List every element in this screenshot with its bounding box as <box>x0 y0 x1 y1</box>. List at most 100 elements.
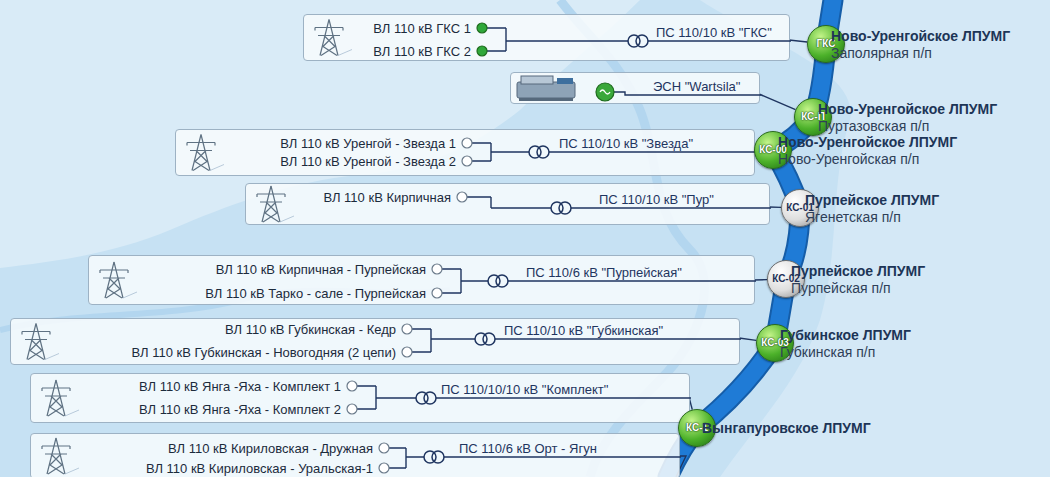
substation-label: ПС 110/10 кВ "Губкинская" <box>504 323 663 338</box>
site-name: Пуртазовская п/п <box>818 118 929 134</box>
feeder-connector <box>759 94 796 110</box>
generator-symbol <box>596 83 614 101</box>
power-tower-icon <box>257 186 294 222</box>
line-name: ВЛ 110 кВ Кирпичная <box>323 190 451 205</box>
status-indicator <box>462 138 472 148</box>
status-indicator <box>462 156 472 166</box>
site-name: Ягенетская п/п <box>805 209 901 225</box>
transformer-symbol <box>559 202 571 214</box>
compressor-station: КС-01Пурпейское ЛПУМГЯгенетская п/п <box>781 189 819 227</box>
department-name: Губкинское ЛПУМГ <box>780 327 911 343</box>
engine-top <box>521 76 553 84</box>
department-name: Ново-Уренгойское ЛПУМГ <box>818 101 997 117</box>
transformer-symbol <box>432 451 444 463</box>
compressor-station: КС-ПНово-Уренгойское ЛПУМГПуртазовская п… <box>794 98 832 136</box>
line-name: ВЛ 110 кВ Янга -Яха - Комплект 1 <box>139 379 341 394</box>
feeder-panel: ВЛ 110 кВ Уренгой - Звезда 1 ВЛ 110 кВ Ур… <box>175 129 755 176</box>
power-tower-icon <box>187 135 224 171</box>
feeder-panel: ВЛ 110 кВ Кириловская - Дружная ВЛ 110 кВ… <box>30 433 680 477</box>
status-indicator <box>347 381 357 391</box>
tower-frame <box>315 20 343 56</box>
compressor-station: КС-03Губкинское ЛПУМГГубкинская п/п <box>756 324 794 362</box>
status-indicator <box>402 324 412 334</box>
engine-icon <box>517 76 575 101</box>
site-name: Ново-Уренгойская п/п <box>778 151 919 167</box>
line-name: ВЛ 110 кВ ГКС 2 <box>373 44 471 59</box>
site-name: Заполярная п/п <box>831 45 932 61</box>
feeder-connector <box>789 40 807 42</box>
substation-label: ПС 110/10 кВ "Пур" <box>599 192 714 207</box>
status-indicator <box>477 46 487 56</box>
generator-wave <box>600 90 610 94</box>
panel-drawing <box>31 374 691 424</box>
line-name: ВЛ 110 кВ Тарко - сале - Пурпейская <box>205 286 426 301</box>
tower-frame <box>187 135 215 171</box>
feeder-panel: ВЛ 110 кВ Янга -Яха - Комплект 1 ВЛ 110 к… <box>30 373 690 423</box>
status-indicator <box>477 23 487 33</box>
status-indicator <box>347 404 357 414</box>
line-name: ВЛ 110 кВ Губкинская - Кедр <box>225 322 396 337</box>
power-tower-icon <box>315 20 352 56</box>
tower-shadow <box>338 50 352 56</box>
tower-shadow <box>65 410 79 416</box>
power-tower-icon <box>42 438 79 474</box>
feeder-panel: ЭСН "Wartsila" <box>510 72 760 104</box>
tower-frame <box>42 438 70 474</box>
site-name: Пурпейская п/п <box>791 280 891 296</box>
line-name: ВЛ 110 кВ Кириловская - Уральская-1 <box>146 461 373 476</box>
feeder-panel: ВЛ 110 кВ Кирпичная - Пурпейская ВЛ 110 к… <box>88 255 755 305</box>
tower-frame <box>42 380 70 416</box>
compressor-station: КС-1Вынгапуровское ЛПУМГ <box>678 409 716 447</box>
status-indicator <box>379 443 389 453</box>
feeder-panel: ВЛ 110 кВ Губкинская - Кедр ВЛ 110 кВ Губ… <box>10 318 740 365</box>
tower-shadow <box>45 354 59 360</box>
compressor-station: КС-02Пурпейское ЛПУМГПурпейская п/п <box>767 260 805 298</box>
line-name: ВЛ 110 кВ Уренгой - Звезда 2 <box>280 154 456 169</box>
substation-label: ПС 110/10 кВ "ГКС" <box>656 25 772 40</box>
tower-frame <box>257 186 285 222</box>
line-name: ВЛ 110 кВ Уренгой - Звезда 1 <box>280 136 456 151</box>
tower-shadow <box>210 165 224 171</box>
department-name: Пурпейское ЛПУМГ <box>791 263 925 279</box>
department-name: Ново-Уренгойское ЛПУМГ <box>778 134 957 150</box>
department-name: Пурпейское ЛПУМГ <box>805 192 939 208</box>
substation-label: ЭСН "Wartsila" <box>653 79 740 94</box>
compressor-station: ГКСНово-Уренгойское ЛПУМГЗаполярная п/п <box>807 25 845 63</box>
transformer-symbol <box>496 275 508 287</box>
department-name: Вынгапуровское ЛПУМГ <box>702 420 871 436</box>
status-indicator <box>402 347 412 357</box>
compressor-station: КС-00Ново-Уренгойское ЛПУМГНово-Уренгойс… <box>754 131 792 169</box>
substation-label: ПС 110/10 кВ "Звезда" <box>559 136 693 151</box>
transformer-symbol <box>537 146 549 158</box>
feeder-panel: ВЛ 110 кВ ГКС 1 ВЛ 110 кВ ГКС 2 ПС 110/10 … <box>303 14 790 61</box>
status-indicator <box>432 264 442 274</box>
power-tower-icon <box>22 324 59 360</box>
tower-shadow <box>65 468 79 474</box>
substation-label: ПС 110/10/10 кВ "Комплект" <box>441 382 608 397</box>
department-name: Ново-Уренгойское ЛПУМГ <box>831 28 1010 44</box>
line-name: ВЛ 110 кВ Губкинская - Новогодняя (2 цеп… <box>132 345 396 360</box>
tower-frame <box>22 324 50 360</box>
substation-label: ПС 110/6 кВ "Пурпейская" <box>526 265 682 280</box>
site-name: Губкинская п/п <box>780 344 875 360</box>
line-name: ВЛ 110 кВ Кирпичная - Пурпейская <box>216 262 426 277</box>
power-tower-icon <box>100 262 137 298</box>
tower-shadow <box>123 292 137 298</box>
status-indicator <box>432 288 442 298</box>
transformer-symbol <box>483 333 495 345</box>
transformer-symbol <box>636 35 648 47</box>
feeder-connector <box>739 338 756 340</box>
engine-cover <box>557 78 573 84</box>
status-indicator <box>457 192 467 202</box>
power-tower-icon <box>42 380 79 416</box>
line-name: ВЛ 110 кВ ГКС 1 <box>373 21 471 36</box>
tower-shadow <box>280 216 294 222</box>
substation-label: ПС 110/6 кВ Орт - Ягун <box>459 441 597 456</box>
tower-frame <box>100 262 128 298</box>
transformer-symbol <box>424 392 436 404</box>
line-name: ВЛ 110 кВ Кириловская - Дружная <box>168 441 373 456</box>
line-name: ВЛ 110 кВ Янга -Яха - Комплект 2 <box>139 402 341 417</box>
status-indicator <box>379 463 389 473</box>
